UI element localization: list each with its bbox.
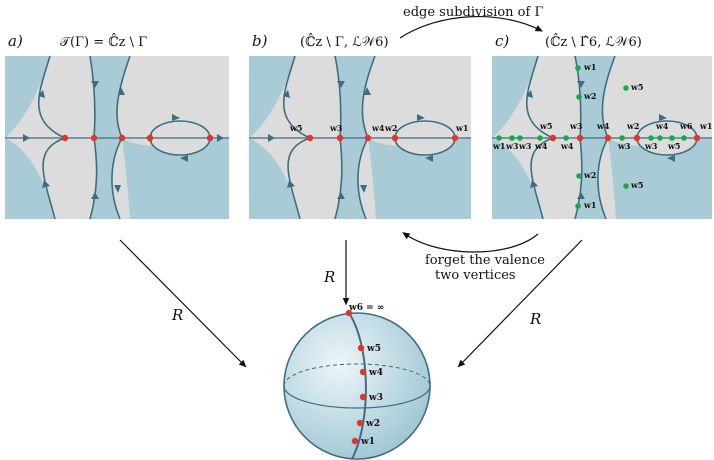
b-vertex-label: w1 (455, 123, 468, 133)
vertex (576, 94, 582, 100)
vertex (619, 135, 625, 141)
sphere-vertex-label: w5 (366, 344, 381, 354)
vertex (61, 134, 69, 142)
vertex (563, 135, 569, 141)
vertex (633, 134, 641, 142)
vertex (604, 134, 612, 142)
vertex (509, 135, 515, 141)
vertex (681, 135, 687, 141)
c-vertex-label: w3 (518, 141, 532, 151)
b-vertex-label: w4 (371, 123, 385, 133)
c-vertex-label: w4 (596, 121, 610, 131)
vertex (306, 134, 314, 142)
vertex (451, 134, 459, 142)
forget-vertices-arrow (402, 232, 539, 253)
sphere (283, 312, 431, 460)
vertex (364, 134, 372, 142)
c-vertex-label: w3 (617, 141, 631, 151)
panel-b: w5 w3 w4 w2 w1 b) (ℂ̂z \ Γ, ℒ𝒲6) (249, 32, 471, 219)
c-vertex-label: w5 (630, 82, 643, 92)
vertex (537, 135, 543, 141)
vertex (575, 65, 581, 71)
arrows: edge subdivision of Γ forget the valence… (119, 5, 583, 368)
c-vertex-label: w1 (699, 121, 712, 131)
c-vertex-label: w3 (505, 141, 519, 151)
panel-c-tag: c) (495, 32, 509, 50)
c-vertex-label: w5 (539, 121, 552, 131)
c-vertex-label: w2 (583, 170, 596, 180)
vertex (206, 134, 214, 142)
riemann-sphere: w6 = ∞ w5 w4 w3 w2 w1 (283, 303, 431, 460)
panel-c-red-vertices (549, 134, 701, 142)
c-vertex-label: w3 (644, 141, 658, 151)
panel-b-vertices (306, 134, 459, 142)
vertex (496, 135, 502, 141)
right-R-label: R (529, 310, 541, 328)
c-vertex-label: w6 (679, 121, 693, 131)
vertex (549, 134, 557, 142)
c-vertex-label: w3 (569, 121, 583, 131)
b-vertex-label: w5 (289, 123, 302, 133)
vertex (669, 135, 675, 141)
panel-a-caption: 𝒯(Γ) = ℂ̂z \ Γ (60, 33, 147, 50)
c-vertex-label: w5 (630, 180, 643, 190)
vertex (623, 183, 629, 189)
edge-subdivision-arrow (399, 15, 544, 39)
c-vertex-label: w5 (667, 141, 680, 151)
vertex (146, 134, 154, 142)
panel-c-green-vertices (496, 65, 687, 209)
vertex (693, 134, 701, 142)
vertex (657, 135, 663, 141)
vertex (391, 134, 399, 142)
c-vertex-label: w4 (655, 121, 669, 131)
c-vertex-label: w1 (492, 141, 505, 151)
sphere-vertex-label: w3 (368, 393, 383, 403)
vertex (575, 203, 581, 209)
center-R-label: R (323, 268, 335, 286)
forget-label-line1: forget the valence (425, 253, 545, 268)
c-vertex-label: w1 (583, 200, 596, 210)
b-vertex-label: w2 (384, 123, 397, 133)
sphere-vertex-label: w1 (360, 437, 375, 447)
vertex (576, 134, 584, 142)
panel-c: w5 w3 w4 w2 w4 w6 w1 w1 w3 w3 w4 w4 w3 w… (492, 32, 712, 219)
vertex (90, 134, 98, 142)
panel-a-vertices (61, 134, 214, 142)
vertex (336, 134, 344, 142)
b-vertex-label: w3 (329, 123, 343, 133)
panel-c-caption: (ℂ̂z \ Γ̂6, ℒ𝒲6) (545, 33, 642, 50)
vertex (118, 134, 126, 142)
c-vertex-label: w2 (626, 121, 639, 131)
vertex (623, 85, 629, 91)
forget-label-line2: two vertices (435, 268, 516, 283)
c-vertex-label: w4 (534, 141, 548, 151)
panel-b-caption: (ℂ̂z \ Γ, ℒ𝒲6) (300, 33, 389, 50)
vertex (576, 173, 582, 179)
c-vertex-label: w1 (583, 62, 596, 72)
c-vertex-label: w2 (583, 91, 596, 101)
edge-subdivision-label: edge subdivision of Γ (403, 5, 543, 20)
panel-a: a) 𝒯(Γ) = ℂ̂z \ Γ (5, 32, 229, 219)
vertex (517, 135, 523, 141)
right-R-arrow (457, 239, 583, 368)
sphere-vertex-label: w2 (365, 419, 380, 429)
panel-b-tag: b) (252, 32, 268, 50)
left-R-label: R (171, 306, 183, 324)
c-vertex-label: w4 (560, 141, 574, 151)
vertex (648, 135, 654, 141)
left-R-arrow (119, 239, 247, 368)
panel-a-tag: a) (8, 32, 23, 50)
sphere-vertex-label: w6 = ∞ (348, 303, 384, 313)
sphere-vertex-label: w4 (368, 368, 383, 378)
